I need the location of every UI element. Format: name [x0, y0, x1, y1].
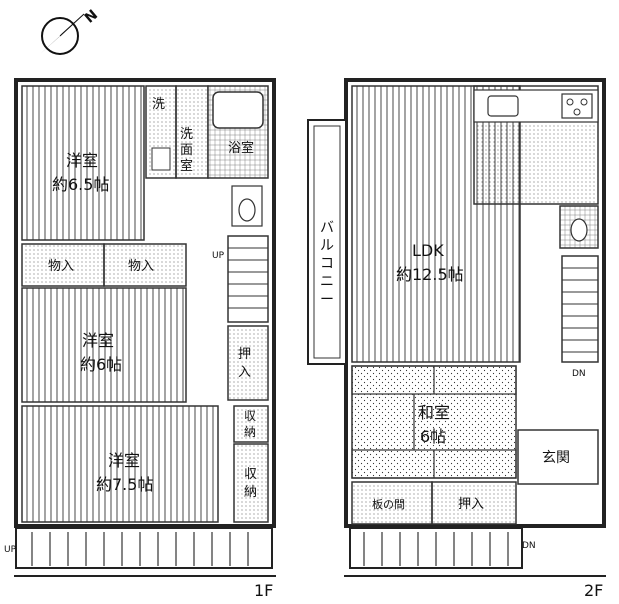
washroom-label-1: 洗: [180, 127, 193, 142]
stove-burner-1: [566, 98, 574, 106]
wash-basin-label: 洗: [152, 97, 165, 112]
floor-1-outer-wall: [14, 78, 276, 528]
japanese-room-name: 和室: [418, 403, 450, 422]
kitchen-sink: [487, 95, 519, 117]
floor-1-plan: 洗 洗 面 室 浴室 洋室 約6.5帖 物入 物入 洋室 約6帖 UP 押 入 …: [4, 78, 276, 600]
stairs-up-label-1f: UP: [212, 251, 225, 261]
storage-c: [233, 405, 269, 443]
storage-c-label-1: 収: [244, 409, 256, 423]
ldk-size: 約12.5帖: [396, 265, 464, 284]
entrance-label: 玄関: [542, 449, 570, 466]
balcony-label-2: ル: [320, 238, 334, 254]
balcony-label-5: ー: [320, 292, 334, 308]
entrance: [517, 429, 599, 485]
balcony-1f: [15, 527, 273, 569]
compass: N: [40, 7, 101, 55]
staircase-2f: [561, 255, 599, 363]
stove-burner-3: [573, 108, 581, 116]
balcony-label-4: ニ: [320, 274, 334, 290]
western-room-a-name: 洋室: [66, 151, 98, 170]
western-room-b-size: 約6帖: [80, 355, 122, 374]
western-room-c-size: 約7.5帖: [96, 475, 153, 494]
ldk-name: LDK: [412, 241, 444, 260]
compass-circle: [41, 17, 79, 55]
staircase-1f: [227, 235, 269, 323]
western-room-b-name: 洋室: [82, 331, 114, 350]
storage-d-label-1: 収: [244, 467, 257, 482]
kitchen-stove: [561, 93, 593, 119]
compass-north-label: N: [82, 7, 101, 27]
entry-dn-label: DN: [522, 541, 536, 551]
western-room-c-name: 洋室: [108, 451, 140, 470]
storage-b-label: 物入: [128, 259, 154, 274]
board-floor-label: 板の間: [372, 497, 405, 511]
closet-1f-label-2: 入: [238, 365, 251, 380]
compass-needle-tail: [59, 13, 85, 37]
bath-label: 浴室: [228, 140, 254, 156]
western-room-b: [21, 287, 187, 403]
storage-c-label-2: 納: [244, 425, 256, 439]
tatami-mats: [351, 365, 517, 479]
washroom-label-3: 室: [180, 158, 193, 174]
stair-treads-1f: [228, 247, 268, 309]
western-room-c: [21, 405, 219, 523]
toilet-2f-bowl: [570, 218, 588, 242]
storage-d-label-2: 納: [244, 485, 257, 500]
balcony-1f-rails: [31, 532, 249, 566]
closet-1f-label-1: 押: [238, 347, 251, 362]
floor-2-plan: バ ル コ ニ ー LDK 約12.5帖 DN 和室 6帖 玄関 板の間 押入 …: [307, 78, 606, 600]
storage-b: [103, 243, 187, 287]
stove-burner-2: [580, 98, 588, 106]
closet-2f: [431, 481, 517, 525]
washing-machine: [151, 147, 171, 171]
storage-a-label: 物入: [48, 259, 74, 274]
floor-2-label: 2F: [584, 581, 603, 600]
closet-2f-label: 押入: [458, 497, 484, 512]
western-room-a: [21, 85, 145, 241]
toilet-1f-bowl: [238, 198, 256, 222]
balcony-label-1: バ: [320, 220, 334, 236]
stairs-dn-label-2f: DN: [572, 369, 586, 379]
board-floor-room: [351, 481, 433, 525]
entry-stairs-2f-rails: [363, 532, 509, 566]
closet-1f: [227, 325, 269, 401]
balcony-2f-inner: [313, 125, 341, 359]
balcony-up-label: UP: [4, 545, 17, 555]
japanese-room-size: 6帖: [420, 427, 446, 446]
stair-treads-2f: [562, 267, 598, 353]
western-room-a-size: 約6.5帖: [52, 175, 109, 194]
floor-1-label: 1F: [254, 581, 273, 600]
bathtub: [212, 91, 264, 129]
storage-d: [233, 443, 269, 523]
washroom-label-2: 面: [180, 143, 193, 158]
washroom: [175, 85, 209, 179]
balcony-label-3: コ: [320, 256, 334, 272]
storage-a: [21, 243, 105, 287]
